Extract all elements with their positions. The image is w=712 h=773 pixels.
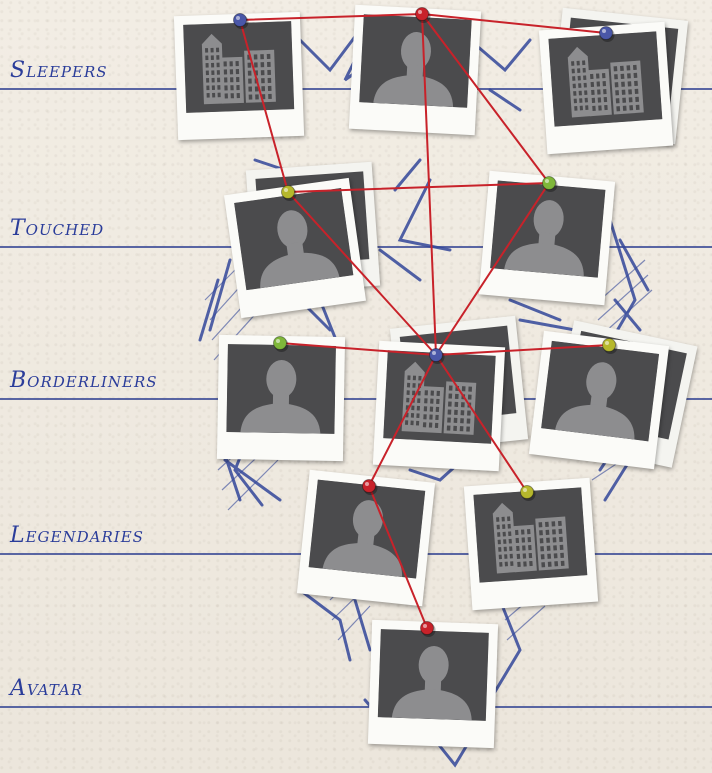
polaroid-s3 (538, 21, 674, 155)
polaroid-b2 (372, 340, 506, 472)
pushpin-icon (415, 7, 431, 23)
pushpin-icon (429, 348, 445, 364)
person-silhouette-icon (226, 344, 336, 434)
building-icon (383, 350, 496, 444)
string-b1-b2 (279, 342, 437, 356)
pushpin-icon (420, 621, 436, 637)
string-s2-s3 (421, 13, 607, 34)
polaroid-s1 (173, 11, 305, 141)
string-t1-t2 (287, 182, 550, 193)
string-s1-t1 (239, 19, 289, 193)
polaroid-b3 (528, 330, 670, 470)
string-t1-b2 (287, 191, 437, 356)
tier-line-avatar (0, 706, 712, 708)
string-t2-b2 (435, 182, 550, 356)
tier-label-touched: Touched (10, 216, 105, 241)
polaroid-a1 (367, 619, 499, 749)
polaroid-b1 (216, 334, 346, 462)
string-s2-b2 (421, 13, 437, 356)
person-silhouette-icon (377, 629, 489, 721)
string-b2-b3 (435, 344, 610, 356)
polaroid-t1 (223, 177, 367, 319)
pushpin-icon (599, 26, 615, 42)
string-b2-l2 (435, 354, 528, 493)
tier-label-avatar: Avatar (10, 676, 84, 701)
person-silhouette-icon (234, 188, 354, 291)
string-b2-l1 (368, 354, 437, 487)
pushpin-icon (233, 13, 249, 29)
pushpin-icon (520, 485, 536, 501)
tier-line-borderliners (0, 398, 712, 400)
person-silhouette-icon (490, 180, 606, 278)
string-l1-a1 (368, 485, 428, 629)
string-s1-s2 (239, 13, 423, 21)
tier-label-sleepers: Sleepers (10, 58, 108, 83)
tier-label-legendaries: Legendaries (10, 523, 144, 548)
person-silhouette-icon (541, 340, 660, 442)
tier-label-borderliners: Borderliners (10, 368, 158, 393)
building-icon (473, 487, 588, 583)
polaroid-l2 (463, 477, 599, 611)
pushpin-icon (542, 176, 558, 192)
building-icon (183, 21, 295, 113)
pushpin-icon (362, 479, 378, 495)
pushpin-icon (273, 336, 289, 352)
pushpin-icon (602, 338, 618, 354)
building-icon (548, 31, 663, 127)
string-s2-t2 (421, 13, 550, 184)
polaroid-t2 (478, 170, 616, 306)
pushpin-icon (281, 185, 297, 201)
